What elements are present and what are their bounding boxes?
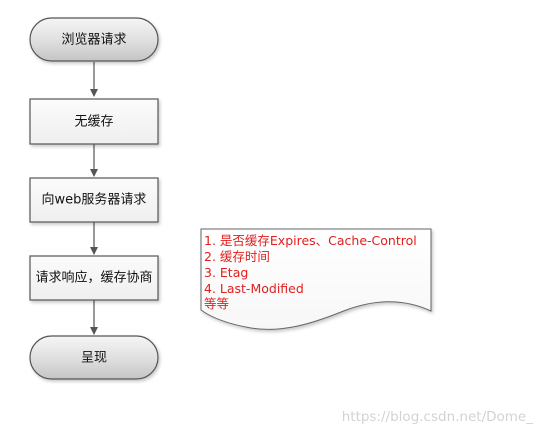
note-line-1: 1. 是否缓存Expires、Cache-Control xyxy=(204,233,417,248)
cache-notes-document: 1. 是否缓存Expires、Cache-Control 2. 缓存时间 3. … xyxy=(200,228,432,330)
response-negotiation-label: 请求响应，缓存协商 xyxy=(35,270,152,286)
process-box-response-negotiation: 请求响应，缓存协商 xyxy=(29,255,159,301)
no-cache-label: 无缓存 xyxy=(74,115,113,130)
end-terminal: 呈现 xyxy=(29,335,159,380)
process-box-request-server: 向web服务器请求 xyxy=(29,177,159,223)
start-terminal: 浏览器请求 xyxy=(29,17,159,62)
note-line-5: 等等 xyxy=(204,296,229,311)
request-server-label: 向web服务器请求 xyxy=(42,192,147,208)
note-line-2: 2. 缓存时间 xyxy=(204,249,270,264)
note-line-4: 4. Last-Modified xyxy=(204,281,304,296)
end-label: 呈现 xyxy=(81,351,107,366)
note-line-3: 3. Etag xyxy=(204,265,248,280)
start-label: 浏览器请求 xyxy=(61,32,126,48)
process-box-no-cache: 无缓存 xyxy=(29,98,159,145)
watermark: https://blog.csdn.net/Dome_ xyxy=(342,409,534,425)
